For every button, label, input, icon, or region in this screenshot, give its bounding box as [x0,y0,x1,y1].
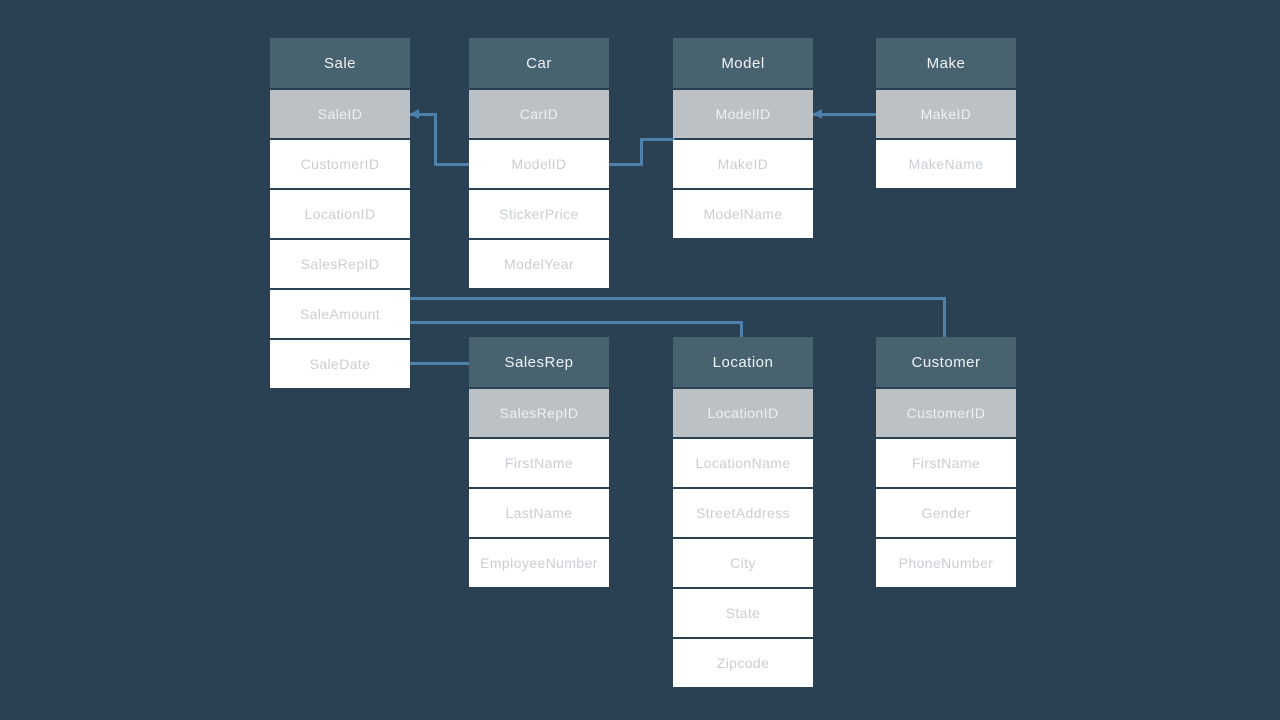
field-stickerprice: StickerPrice [469,190,609,238]
field-gender: Gender [876,489,1016,537]
arrowhead-icon [813,109,822,119]
key-field-makeid: MakeID [876,90,1016,138]
table-title-model: Model [673,38,813,88]
table-title-customer: Customer [876,337,1016,387]
field-modelname: ModelName [673,190,813,238]
connector-segment [639,137,675,141]
connector-segment [639,137,643,166]
connector-segment [408,296,946,300]
field-city: City [673,539,813,587]
field-modelyear: ModelYear [469,240,609,288]
connector-segment [739,320,743,342]
field-state: State [673,589,813,637]
connector-segment [607,162,643,166]
table-title-sale: Sale [270,38,410,88]
connector-segment [433,162,471,166]
field-streetaddress: StreetAddress [673,489,813,537]
key-field-customerid: CustomerID [876,389,1016,437]
connector-segment [942,296,946,342]
key-field-modelid: ModelID [673,90,813,138]
key-field-salesrepid: SalesRepID [469,389,609,437]
field-saledate: SaleDate [270,340,410,388]
connector-segment [408,361,471,365]
connector-segment [433,112,437,166]
field-locationid: LocationID [270,190,410,238]
table-title-make: Make [876,38,1016,88]
connector-segment [408,112,437,116]
field-salesrepid: SalesRepID [270,240,410,288]
table-title-location: Location [673,337,813,387]
field-makeid: MakeID [673,140,813,188]
field-firstname: FirstName [876,439,1016,487]
field-modelid: ModelID [469,140,609,188]
key-field-saleid: SaleID [270,90,410,138]
key-field-carid: CarID [469,90,609,138]
connector-segment [408,320,743,324]
table-title-car: Car [469,38,609,88]
connector-segment [811,112,878,116]
key-field-locationid: LocationID [673,389,813,437]
field-customerid: CustomerID [270,140,410,188]
field-locationname: LocationName [673,439,813,487]
table-title-salesrep: SalesRep [469,337,609,387]
field-phonenumber: PhoneNumber [876,539,1016,587]
field-lastname: LastName [469,489,609,537]
arrowhead-icon [410,109,419,119]
field-zipcode: Zipcode [673,639,813,687]
field-employeenumber: EmployeeNumber [469,539,609,587]
field-saleamount: SaleAmount [270,290,410,338]
field-firstname: FirstName [469,439,609,487]
field-makename: MakeName [876,140,1016,188]
